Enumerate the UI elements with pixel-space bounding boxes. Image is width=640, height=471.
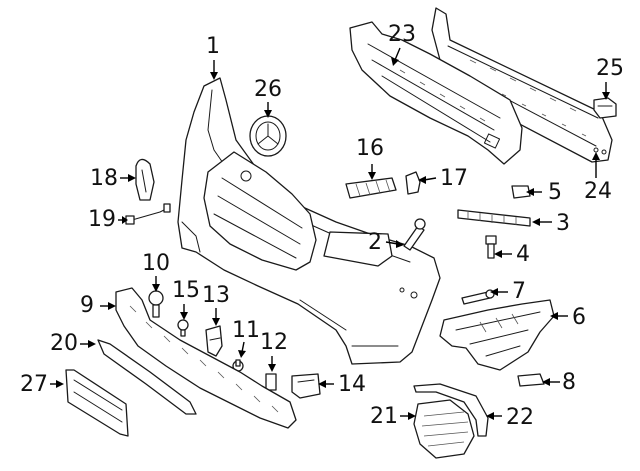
part-6-side-bracket [439, 299, 555, 371]
callout-4: 4 [516, 242, 530, 267]
callout-23: 23 [388, 22, 416, 47]
callout-27: 27 [20, 372, 48, 397]
callout-21: 21 [370, 404, 398, 429]
part-23-energy-absorber [349, 21, 523, 165]
callout-15: 15 [172, 278, 200, 303]
callout-12: 12 [260, 330, 288, 355]
part-25-bracket [593, 97, 617, 119]
callout-8: 8 [562, 370, 576, 395]
callout-arrows [50, 47, 610, 420]
part-21-fog-grille [413, 399, 475, 459]
callout-1: 1 [206, 34, 220, 59]
callout-16: 16 [356, 136, 384, 161]
callout-19: 19 [88, 207, 116, 232]
callout-5: 5 [548, 180, 562, 205]
part-8-clip [517, 373, 545, 387]
part-26-emblem [249, 115, 287, 157]
part-7-pin [461, 289, 495, 305]
part-20-lower-strip [97, 339, 197, 415]
part-1-bumper-cover [177, 77, 441, 365]
part-18-bracket [135, 158, 155, 201]
part-2-bolt [403, 218, 426, 251]
part-5-clip [511, 185, 531, 199]
callout-18: 18 [90, 166, 118, 191]
part-4-screw [485, 235, 497, 259]
callout-3: 3 [556, 211, 570, 236]
part-15-push-clip [177, 319, 189, 337]
part-22-trim-strip [413, 383, 489, 437]
part-17-clip [405, 171, 421, 195]
part-16-insert [345, 177, 397, 199]
callout-7: 7 [512, 279, 526, 304]
callout-14: 14 [338, 372, 366, 397]
part-12-clip [265, 373, 277, 391]
callout-22: 22 [506, 405, 534, 430]
callout-9: 9 [80, 293, 94, 318]
callout-6: 6 [572, 305, 586, 330]
part-13-bracket-clip [205, 325, 223, 357]
callout-26: 26 [254, 77, 282, 102]
callout-10: 10 [142, 251, 170, 276]
callout-2: 2 [368, 230, 382, 255]
callout-24: 24 [584, 179, 612, 204]
callout-13: 13 [202, 283, 230, 308]
part-10-fastener [148, 290, 164, 318]
callout-25: 25 [596, 56, 624, 81]
part-14-bracket [291, 373, 321, 399]
part-3-strip [457, 209, 531, 227]
part-19-harness [125, 203, 171, 225]
part-9-lower-spoiler [115, 287, 297, 429]
callout-11: 11 [232, 318, 260, 343]
callout-labels: 1 2 3 4 5 6 7 8 9 10 11 12 13 14 15 16 1… [20, 22, 624, 430]
callout-20: 20 [50, 331, 78, 356]
part-27-plate-bracket [65, 369, 129, 437]
callout-17: 17 [440, 166, 468, 191]
